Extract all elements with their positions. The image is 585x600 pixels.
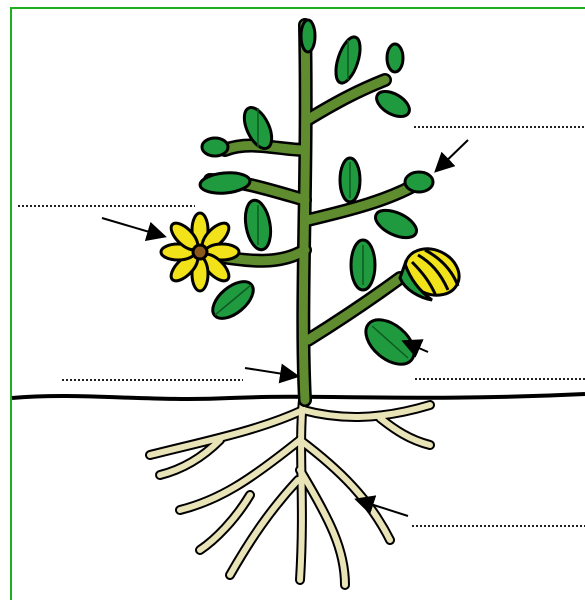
leaf xyxy=(371,205,420,244)
flower xyxy=(161,213,239,291)
flower-bud xyxy=(397,240,466,304)
leaf-arrow xyxy=(437,140,468,170)
leaf xyxy=(387,44,403,72)
leaf xyxy=(301,20,315,52)
leaf xyxy=(202,138,228,156)
roots xyxy=(150,400,430,585)
leaf xyxy=(405,172,433,192)
flower-center xyxy=(193,245,207,259)
stem-arrow xyxy=(245,368,296,376)
flower-arrow xyxy=(102,218,163,236)
leaf xyxy=(372,86,413,121)
